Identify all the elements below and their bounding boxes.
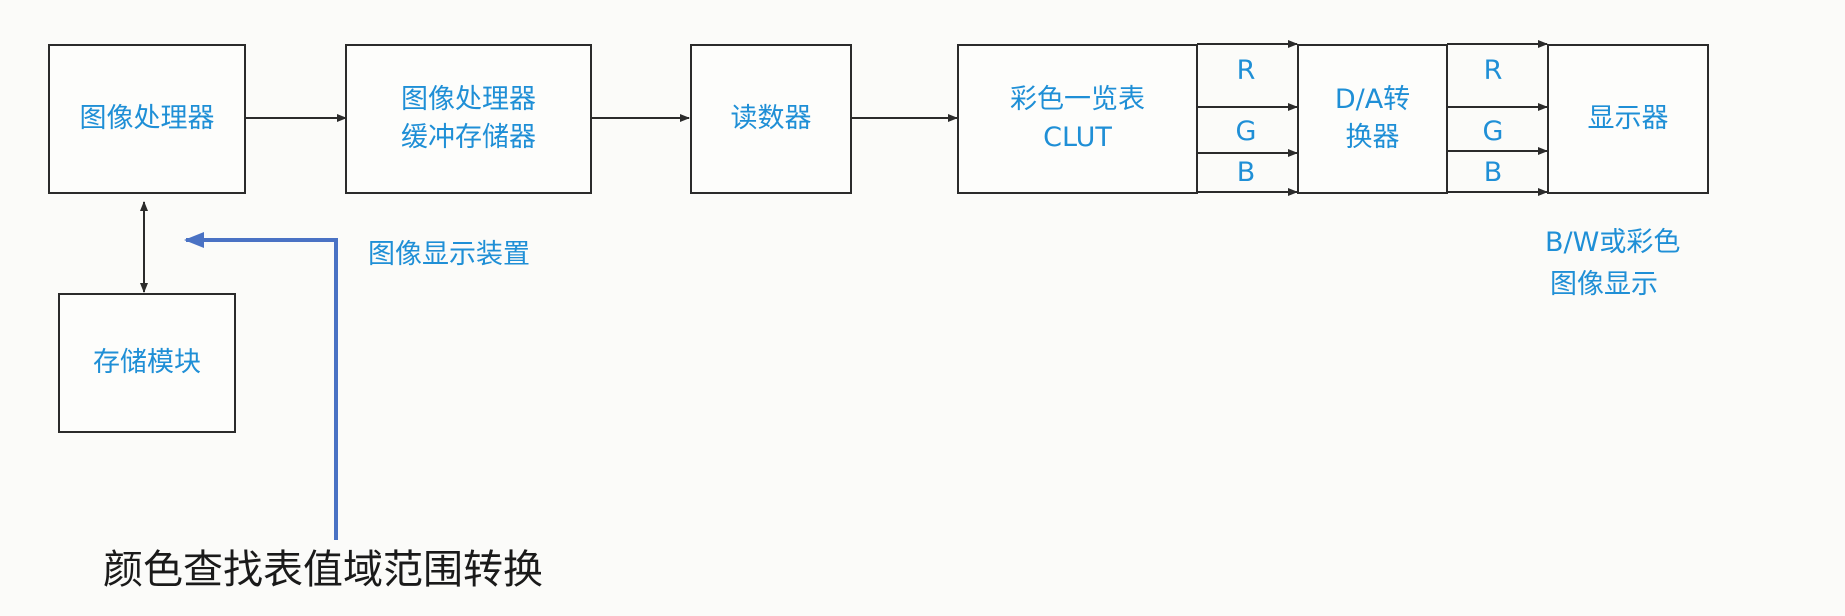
signal-label-r-dac: R: [1483, 55, 1503, 86]
display-block: 显示器: [1547, 44, 1709, 194]
display-label: 显示器: [1587, 103, 1669, 134]
clut-label-line1: 彩色一览表: [1010, 84, 1145, 115]
clut-label-line2: CLUT: [1043, 122, 1112, 153]
signal-label-g-dac: G: [1482, 116, 1504, 147]
storage-module-block: 存储模块: [58, 293, 236, 433]
storage-module-label: 存储模块: [93, 347, 201, 378]
signal-label-b-clut: B: [1236, 157, 1256, 188]
output-label-line2: 图像显示: [1550, 269, 1658, 300]
annotation-arrow: [184, 232, 338, 540]
image-processor-label: 图像处理器: [79, 103, 215, 134]
output-label-line1: B/W或彩色: [1545, 227, 1681, 258]
reader-block: 读数器: [690, 44, 852, 194]
signal-label-g-clut: G: [1235, 116, 1257, 147]
display-device-label: 图像显示装置: [368, 239, 530, 270]
signal-label-r-clut: R: [1236, 55, 1256, 86]
clut-block: 彩色一览表 CLUT: [957, 44, 1198, 194]
buffer-memory-label-line2: 缓冲存储器: [401, 122, 536, 153]
buffer-memory-label-line1: 图像处理器: [401, 84, 536, 115]
da-converter-label-line1: D/A转: [1334, 84, 1411, 115]
annotation-caption: 颜色查找表值域范围转换: [103, 547, 543, 593]
signal-label-b-dac: B: [1483, 157, 1503, 188]
image-processor-block: 图像处理器: [48, 44, 246, 194]
da-converter-label-line2: 换器: [1345, 122, 1400, 153]
buffer-memory-block: 图像处理器 缓冲存储器: [345, 44, 592, 194]
reader-label: 读数器: [730, 103, 812, 134]
da-converter-block: D/A转 换器: [1297, 44, 1448, 194]
